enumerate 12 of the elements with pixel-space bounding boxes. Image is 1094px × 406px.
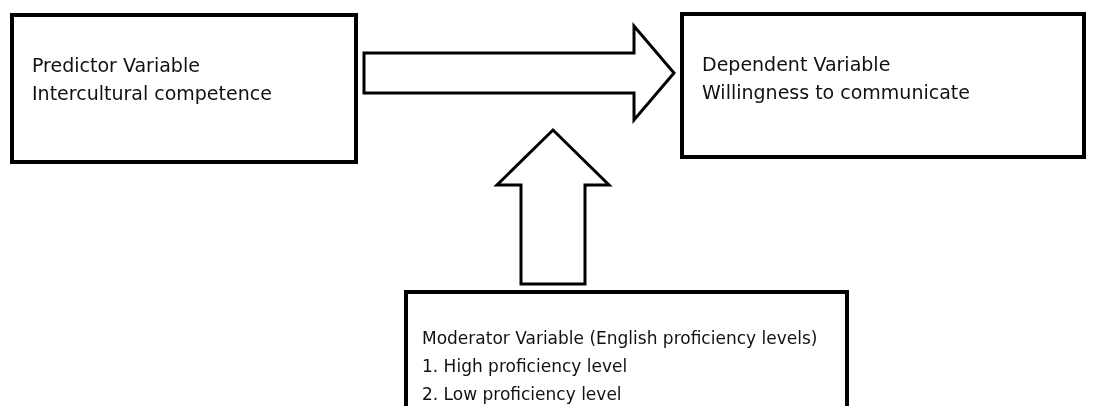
box-text: 2. Low proficiency level [422,383,623,406]
box-text: Moderator Variable (English proficiency levels) [422,327,819,350]
box-text: Intercultural competence [32,81,273,106]
block-arrow [493,127,613,286]
box-text: Dependent Variable [702,52,892,77]
variable-box [10,13,358,164]
variable-box [680,12,1086,159]
box-text: Willingness to communicate [702,80,971,105]
box-text: 1. High proficiency level [422,355,629,378]
variable-box [404,290,849,406]
block-arrow [362,21,676,125]
box-text: Predictor Variable [32,53,201,78]
